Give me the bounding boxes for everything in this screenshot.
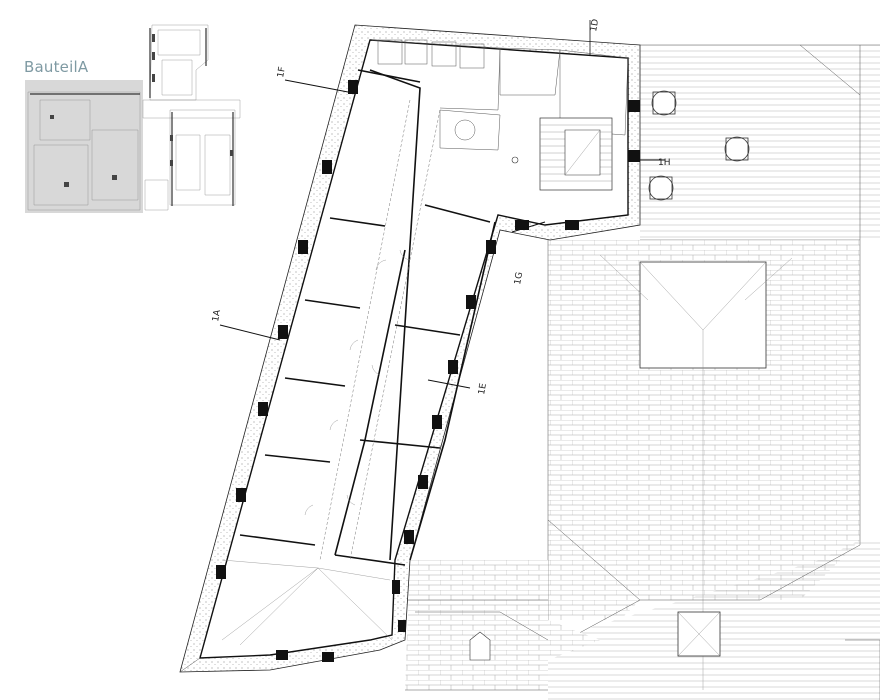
key-plan: [25, 24, 241, 213]
section-mark-1a: 1A: [211, 308, 223, 322]
section-mark-1d: 1D: [589, 18, 601, 32]
section-mark-1e: 1E: [477, 382, 489, 395]
section-mark-1g: 1G: [513, 271, 525, 285]
roof-upper-right: [640, 44, 880, 241]
main-wing: [179, 24, 641, 673]
staircase: [539, 117, 613, 191]
section-markers: 1F 1A 1G 1H 1E 1D: [211, 18, 670, 395]
section-mark-1h: 1H: [658, 158, 671, 168]
section-mark-1f: 1F: [276, 66, 288, 78]
window-markers: [216, 80, 640, 662]
roof-lower-middle: [405, 560, 600, 690]
roof-bottom-right: [547, 540, 880, 700]
courtyard-roof: [547, 240, 861, 690]
key-plan-label: BauteilA: [24, 58, 89, 76]
key-plan-highlight: [25, 80, 143, 213]
